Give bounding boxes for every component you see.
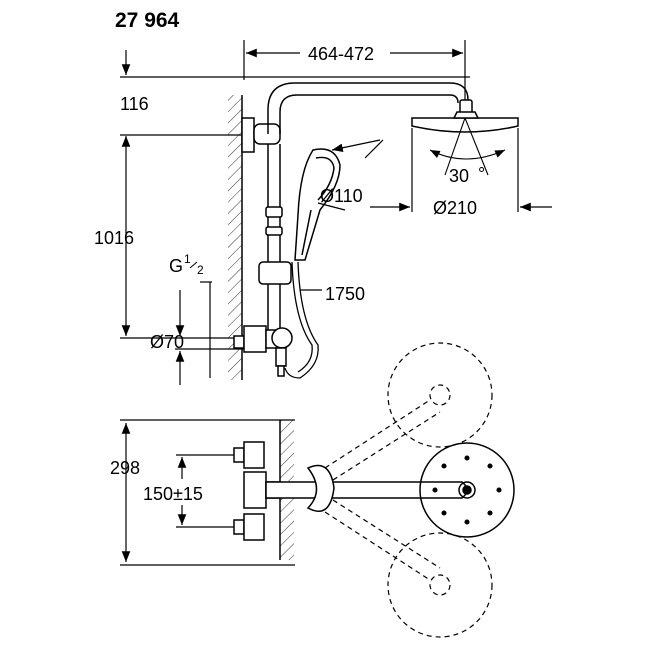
wall-top-label: 116 xyxy=(120,94,149,114)
head-angle-unit: ° xyxy=(478,164,485,184)
escutcheon-label: Ø70 xyxy=(150,332,184,352)
head-diameter-dimension xyxy=(370,128,552,212)
thread-denominator: 2 xyxy=(197,263,204,277)
model-number: 27 964 xyxy=(115,9,180,32)
bar-height-label: 1016 xyxy=(94,228,134,248)
shower-riser xyxy=(241,82,473,330)
thread-label: G xyxy=(169,256,183,276)
swing-range xyxy=(324,342,493,638)
hose-length-label: 1750 xyxy=(325,284,365,304)
thread-numerator: 1 xyxy=(184,252,191,266)
head-shower-side xyxy=(411,111,519,133)
thermostat-front xyxy=(233,325,293,377)
dimension-lines-left xyxy=(120,50,470,385)
hand-shower-dimension xyxy=(317,139,384,211)
hand-shower xyxy=(294,148,341,261)
depth-label: 298 xyxy=(110,458,140,478)
head-angle-value: 30 xyxy=(449,166,469,186)
depth-dimension xyxy=(120,419,295,566)
inlet-spacing-label: 150±15 xyxy=(143,484,203,504)
hand-shower-diameter-label: Ø110 xyxy=(320,186,363,206)
head-angle-lines xyxy=(429,117,506,176)
head-diameter-label: Ø210 xyxy=(433,198,477,218)
arm-reach-label: 464-472 xyxy=(308,44,374,64)
head-shower-plan xyxy=(419,442,515,538)
shower-hose xyxy=(284,261,319,379)
